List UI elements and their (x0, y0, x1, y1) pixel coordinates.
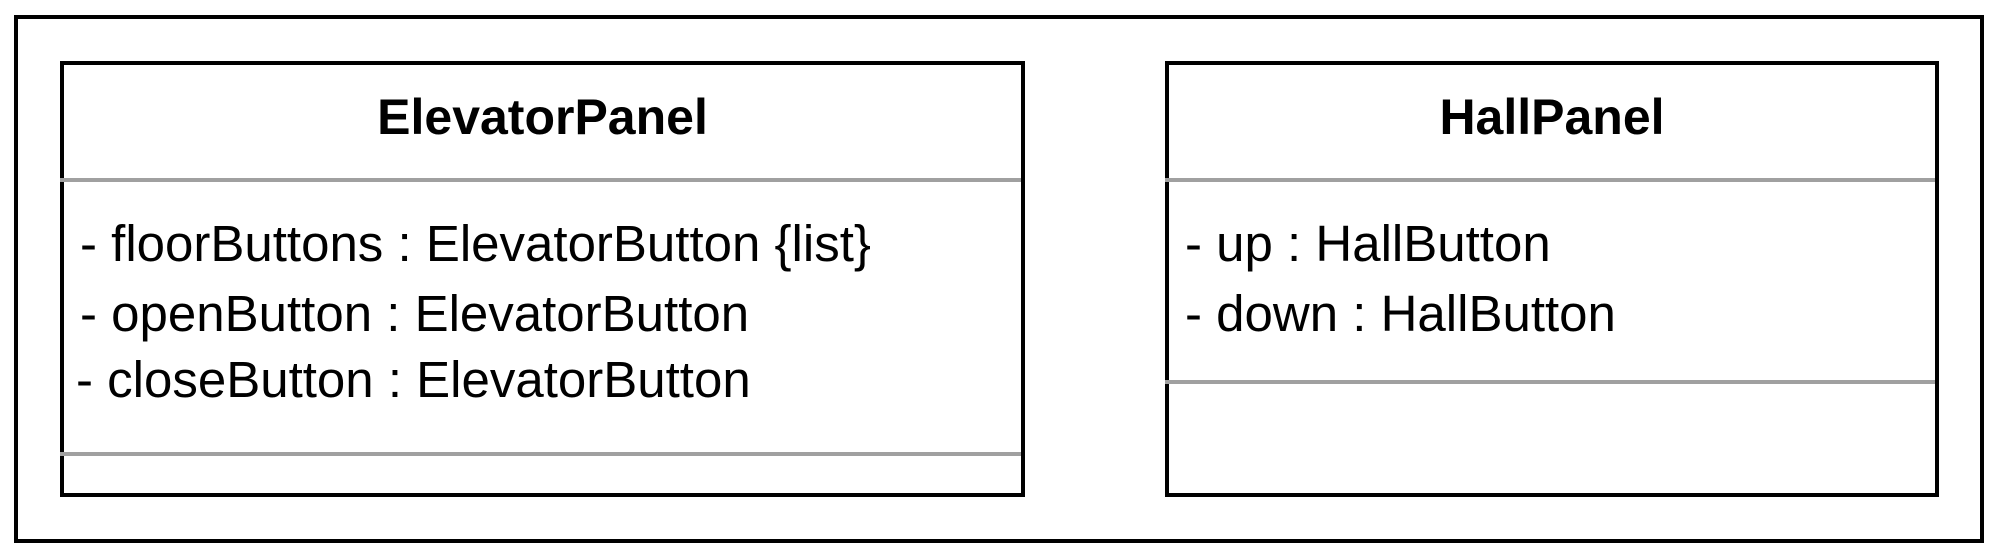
attributes-divider (1165, 178, 1935, 182)
class-hall-panel[interactable]: HallPanel - up : HallButton - down : Hal… (1165, 61, 1939, 497)
package-frame (14, 15, 1984, 543)
methods-divider (1165, 380, 1935, 384)
methods-divider (60, 452, 1021, 456)
attribute-item: - openButton : ElevatorButton (80, 285, 750, 342)
attribute-item: - floorButtons : ElevatorButton {list} (80, 215, 871, 272)
class-name: HallPanel (1439, 89, 1665, 145)
attribute-item: - closeButton : ElevatorButton (76, 351, 751, 408)
attribute-item: - up : HallButton (1185, 215, 1551, 272)
attribute-item: - down : HallButton (1185, 285, 1616, 342)
class-elevator-panel[interactable]: ElevatorPanel - floorButtons : ElevatorB… (60, 61, 1025, 497)
class-name: ElevatorPanel (377, 89, 708, 145)
attributes-divider (60, 178, 1021, 182)
